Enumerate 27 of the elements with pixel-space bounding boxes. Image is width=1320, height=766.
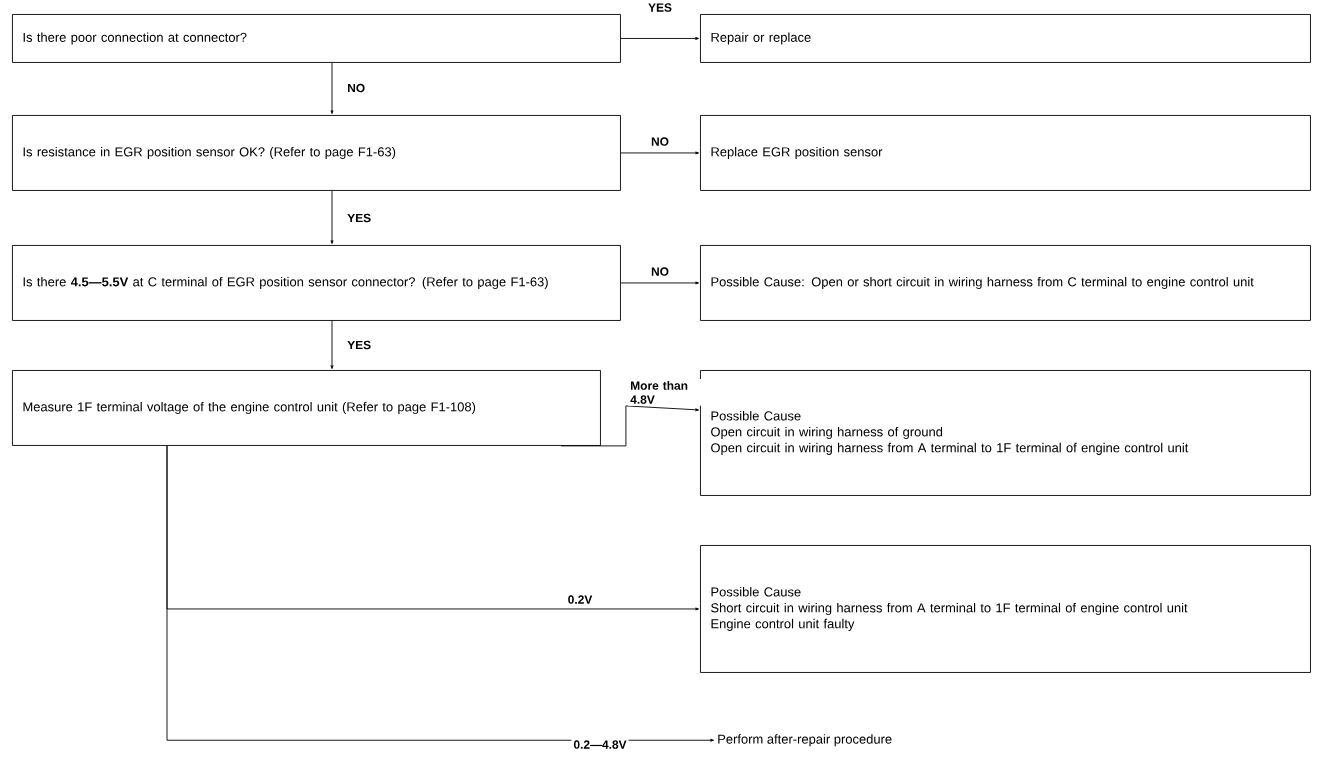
arrow bbox=[330, 320, 334, 370]
edge-label: NO bbox=[649, 265, 671, 278]
arrow bbox=[330, 190, 334, 245]
arrow bbox=[620, 37, 700, 40]
edge-label: YES bbox=[646, 1, 674, 14]
edge-label: 0.2—4.8V bbox=[571, 738, 629, 751]
result-box: Repair or replace bbox=[700, 14, 1311, 63]
question-box: Is there 4.5—5.5V at C terminal of EGR position sensor connector? (Refer to page F1-63) bbox=[12, 245, 621, 321]
arrow bbox=[166, 445, 715, 742]
question-box: Is resistance in EGR position sensor OK? (Refer to page F1-63) bbox=[12, 115, 621, 191]
result-box: Possible Cause Short circuit in wiring harness from A terminal to 1F terminal of engine control unit Engine control unit faulty bbox=[700, 545, 1311, 673]
question-box: Is there poor connection at connector? bbox=[12, 14, 621, 63]
result-box: Possible Cause Open circuit in wiring harness of ground Open circuit in wiring harness from A terminal to 1F terminal of engine control unit bbox=[700, 370, 1311, 496]
edge-label: More than 4.8V bbox=[628, 379, 705, 406]
arrow bbox=[330, 62, 334, 115]
edge-label: YES bbox=[345, 211, 374, 225]
edge-label: YES bbox=[345, 338, 374, 352]
arrow bbox=[620, 281, 700, 285]
edge-label: 0.2V bbox=[565, 593, 595, 606]
arrow bbox=[560, 405, 700, 447]
step-text: Perform after-repair procedure bbox=[718, 734, 892, 747]
edge-label: NO bbox=[649, 135, 671, 148]
arrow bbox=[620, 151, 700, 155]
result-box: Replace EGR position sensor bbox=[700, 115, 1311, 191]
result-box: Possible Cause: Open or short circuit in wiring harness from C terminal to engine control unit bbox=[700, 245, 1311, 321]
question-box: Measure 1F terminal voltage of the engine control unit (Refer to page F1-108) bbox=[12, 370, 601, 446]
edge-label: NO bbox=[345, 81, 368, 95]
